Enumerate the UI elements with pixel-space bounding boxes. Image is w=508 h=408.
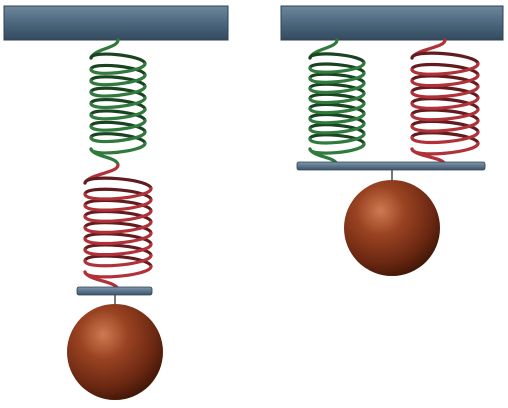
coil-back xyxy=(83,221,153,235)
coil-front xyxy=(308,91,366,105)
coil-front xyxy=(410,107,480,122)
coil-back xyxy=(308,82,366,95)
coil-front xyxy=(83,209,153,223)
green-spring-series xyxy=(89,38,147,167)
coil-back xyxy=(410,131,480,145)
coil-back xyxy=(89,109,147,123)
coil-back xyxy=(308,102,366,116)
coil-back xyxy=(410,51,480,66)
coil-front xyxy=(89,130,147,144)
coil-front xyxy=(410,130,480,145)
coil-back xyxy=(83,232,153,246)
coil-front xyxy=(83,242,153,257)
coil-back xyxy=(83,243,153,257)
coil-front xyxy=(83,253,153,268)
coil-back xyxy=(308,72,366,85)
coil-back xyxy=(89,86,147,100)
coil-back xyxy=(89,120,147,134)
coil-front xyxy=(410,118,480,133)
coil-back xyxy=(89,63,147,77)
coil-front xyxy=(83,264,153,279)
bar-right xyxy=(296,161,486,171)
parallel-arrangement xyxy=(280,5,504,276)
ceiling-right xyxy=(280,5,504,41)
spring-lead-bottom xyxy=(89,147,120,167)
red-spring-series xyxy=(83,163,153,292)
coil-back xyxy=(410,85,480,100)
coil-back xyxy=(410,62,480,77)
coil-back xyxy=(308,92,366,106)
coil-front xyxy=(410,73,480,88)
coil-front xyxy=(89,107,147,121)
coil-front xyxy=(89,62,147,75)
coil-back xyxy=(83,176,153,191)
coil-front xyxy=(308,71,366,84)
coil-front xyxy=(83,198,153,212)
coil-back xyxy=(308,62,366,75)
coil-front xyxy=(83,231,153,246)
coil-front xyxy=(410,62,480,76)
coil-front xyxy=(308,81,366,95)
coil-back xyxy=(89,75,147,89)
coil-front xyxy=(308,132,366,145)
series-arrangement xyxy=(3,5,229,400)
coil-front xyxy=(89,118,147,132)
coil-back xyxy=(308,123,366,136)
bar-left xyxy=(76,286,153,296)
coil-front xyxy=(308,112,366,125)
coil-front xyxy=(89,73,147,87)
red-spring-parallel xyxy=(410,38,480,167)
coil-back xyxy=(83,209,153,224)
coil-front xyxy=(308,142,366,155)
coil-front xyxy=(89,84,147,98)
green-spring-parallel xyxy=(308,38,366,167)
coil-back xyxy=(410,74,480,89)
mass-left xyxy=(67,304,163,400)
coil-back xyxy=(410,97,480,111)
coil-back xyxy=(89,52,147,66)
coil-back xyxy=(308,133,366,146)
coil-back xyxy=(83,254,153,269)
coil-front xyxy=(83,220,153,234)
coil-front xyxy=(89,141,147,155)
mass-right xyxy=(344,180,440,276)
coil-back xyxy=(410,119,480,134)
coil-front xyxy=(89,96,147,110)
coil-back xyxy=(83,198,153,213)
coil-back xyxy=(89,132,147,145)
coil-front xyxy=(308,122,366,135)
ceiling-left xyxy=(3,5,229,41)
coil-back xyxy=(410,108,480,123)
coil-front xyxy=(410,96,480,110)
coil-back xyxy=(89,97,147,111)
coil-front xyxy=(308,101,366,115)
coil-front xyxy=(308,61,366,74)
coil-front xyxy=(410,141,480,156)
coil-back xyxy=(308,112,366,126)
coil-front xyxy=(410,84,480,99)
coil-back xyxy=(83,187,153,202)
coil-back xyxy=(308,52,366,65)
coil-front xyxy=(83,186,153,201)
